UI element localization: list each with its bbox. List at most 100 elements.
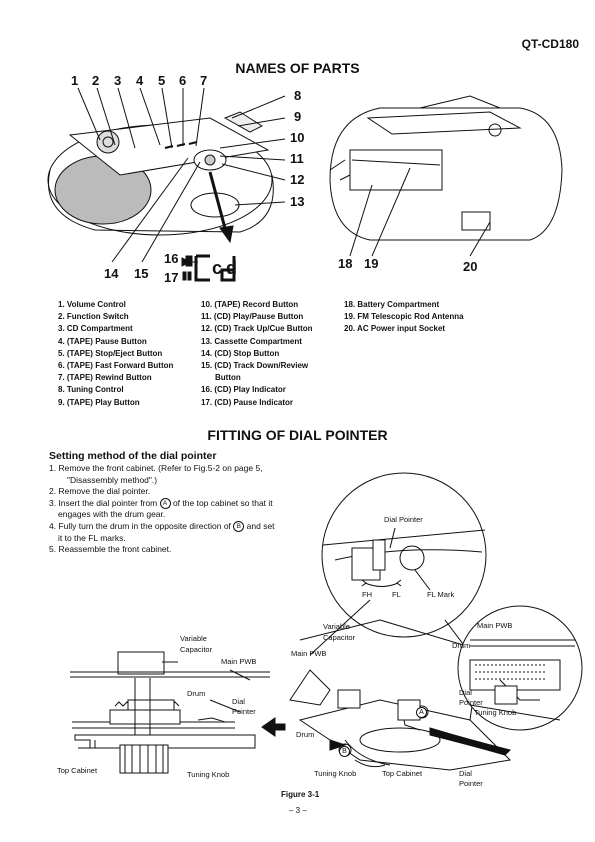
marker-b-figure-icon: B (339, 746, 350, 757)
label-tuning-knob-left: Tuning Knob (187, 770, 230, 779)
label-dial-inset-2: Pointer (459, 698, 483, 707)
callout-15: 15 (134, 266, 149, 281)
label-drum-right: Drum (296, 730, 315, 739)
list-item: 4. (TAPE) Pause Button (58, 336, 147, 346)
callout-11: 11 (290, 151, 304, 166)
step-line: 4. Fully turn the drum in the opposite d… (49, 521, 275, 533)
step-text: 4. Fully turn the drum in the opposite d… (49, 520, 231, 531)
list-item: 20. AC Power input Socket (344, 324, 446, 334)
list-item: 15. (CD) Track Down/Review (201, 361, 309, 371)
cross-section-drawing (70, 651, 270, 774)
dial-pointer-detail-drawing (309, 472, 521, 721)
step-text: 3. Insert the dial pointer from (49, 497, 158, 508)
label-variable-capacitor-right-2: Capacitor (323, 633, 356, 642)
callout-19: 19 (364, 256, 379, 271)
label-tuning-knob-right: Tuning Knob (314, 769, 357, 778)
callout-17: 17 (164, 270, 179, 285)
label-top-cabinet-left: Top Cabinet (57, 766, 98, 775)
label-dial-right-2: Pointer (459, 779, 483, 788)
marker-b-icon: B (233, 521, 245, 533)
list-item: 16. (CD) Play Indicator (201, 385, 286, 395)
callout-20: 20 (463, 259, 478, 274)
callout-7: 7 (200, 73, 208, 88)
label-dial-inset-1: Dial (459, 688, 472, 697)
lcd-display-text: cd (212, 258, 242, 278)
parts-list-col3: 18. Battery Compartment 19. FM Telescopi… (344, 299, 464, 336)
parts-list-col2: 10. (TAPE) Record Button 11. (CD) Play/P… (201, 299, 313, 409)
list-item: Button (215, 373, 241, 383)
callout-9: 9 (294, 109, 302, 124)
label-tuning-knob-inset: Tuning Knob (474, 708, 517, 717)
callout-5: 5 (158, 73, 166, 88)
inset-detail-drawing (457, 605, 583, 731)
list-item: 8. Tuning Control (58, 385, 124, 395)
list-item: 10. (TAPE) Record Button (201, 300, 299, 309)
label-fl-mark: FL Mark (427, 590, 455, 599)
step-line: 3. Insert the dial pointer from A of the… (49, 498, 275, 510)
label-drum-inset: Drum (452, 641, 471, 650)
step-line: "Disassembly method".) (67, 474, 158, 485)
list-item: 18. Battery Compartment (344, 300, 440, 309)
parts-list-col1: 1. Volume Control 2. Function Switch 3. … (58, 299, 173, 409)
marker-a-figure-icon: A (416, 707, 427, 718)
label-fl: FL (392, 590, 401, 599)
step-line: 2. Remove the dial pointer. (49, 486, 151, 497)
callout-10: 10 (290, 130, 305, 145)
label-drum-left: Drum (187, 689, 206, 698)
list-item: 1. Volume Control (58, 300, 126, 309)
assembly-drawing (289, 619, 512, 771)
list-item: 6. (TAPE) Fast Forward Button (58, 361, 174, 371)
callout-1: 1 (71, 73, 79, 88)
front-view-drawing (47, 111, 274, 236)
fitting-title: FITTING OF DIAL POINTER (207, 427, 388, 443)
callout-3: 3 (114, 73, 122, 88)
callout-12: 12 (290, 172, 305, 187)
callout-18: 18 (338, 256, 353, 271)
list-item: 11. (CD) Play/Pause Button (201, 312, 304, 322)
list-item: 14. (CD) Stop Button (201, 348, 280, 358)
callout-4: 4 (136, 73, 144, 88)
list-item: 7. (TAPE) Rewind Button (58, 373, 152, 383)
callout-14: 14 (104, 266, 119, 281)
list-item: 17. (CD) Pause Indicator (201, 397, 294, 407)
rear-view-drawing (329, 95, 563, 241)
list-item: 2. Function Switch (58, 312, 129, 322)
callout-16: 16 (164, 251, 179, 266)
label-main-pwb-right: Main PWB (291, 649, 327, 658)
page-number: – 3 – (289, 806, 307, 815)
list-item: 12. (CD) Track Up/Cue Button (201, 324, 313, 334)
callout-2: 2 (92, 73, 100, 88)
callout-13: 13 (290, 194, 305, 209)
callout-8: 8 (294, 88, 302, 103)
step-line: it to the FL marks. (58, 532, 126, 543)
label-main-pwb-left: Main PWB (221, 657, 257, 666)
names-of-parts-title: NAMES OF PARTS (235, 60, 360, 76)
label-variable-capacitor-left-1: Variable (180, 634, 207, 643)
step-line: 1. Remove the front cabinet. (Refer to F… (49, 463, 263, 473)
step-text: and set (246, 520, 275, 531)
step-line: engages with the drum gear. (58, 509, 166, 520)
label-variable-capacitor-left-2: Capacitor (180, 645, 213, 654)
figure-caption: Figure 3-1 (281, 790, 320, 799)
list-item: 3. CD Compartment (58, 324, 133, 334)
list-item: 13. Cassette Compartment (201, 336, 302, 346)
label-fh: FH (362, 590, 372, 599)
label-variable-capacitor-right-1: Variable (323, 622, 350, 631)
list-item: 19. FM Telescopic Rod Antenna (344, 312, 464, 322)
label-main-pwb-inset: Main PWB (477, 621, 513, 630)
label-dial-right-1: Dial (459, 769, 472, 778)
model-number: QT-CD180 (521, 37, 579, 51)
step-line: 5. Reassemble the front cabinet. (49, 544, 172, 555)
marker-a-icon: A (159, 498, 171, 510)
label-dial-left-1: Dial (232, 697, 245, 706)
step-text: of the top cabinet so that it (172, 497, 273, 508)
list-item: 5. (TAPE) Stop/Eject Button (58, 348, 163, 358)
label-dial-left-2: Pointer (232, 707, 256, 716)
list-item: 9. (TAPE) Play Button (58, 397, 140, 407)
label-top-cabinet-right: Top Cabinet (382, 769, 423, 778)
fitting-subtitle: Setting method of the dial pointer (49, 450, 217, 462)
callout-6: 6 (179, 73, 187, 88)
fitting-steps: 1. Remove the front cabinet. (Refer to F… (49, 463, 275, 556)
label-dial-pointer-detail: Dial Pointer (384, 515, 423, 524)
